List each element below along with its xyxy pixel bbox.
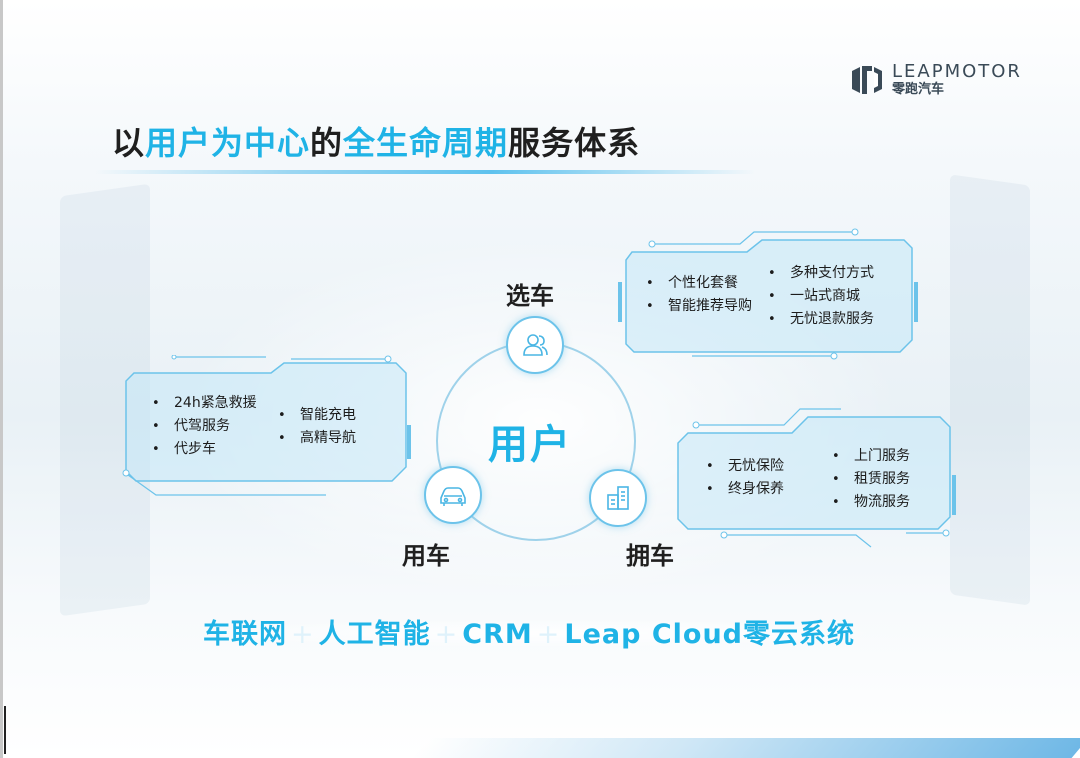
car-icon [440, 487, 466, 506]
logo-english: LEAPMOTOR [892, 61, 1022, 82]
leapmotor-logo-icon [852, 66, 882, 94]
panel-use-car: 24h紧急救援 代驾服务 代步车 智能充电 高精导航 [116, 355, 416, 500]
own-list-right: 上门服务 租赁服务 物流服务 [832, 445, 910, 514]
title-part-2: 的 [310, 124, 344, 162]
list-item: 终身保养 [706, 478, 784, 501]
tech-iov: 车联网 [203, 619, 287, 650]
tech-stack-line: 车联网+人工智能+CRM+Leap Cloud零云系统 [203, 612, 855, 651]
node-label-select-car: 选车 [506, 282, 554, 310]
title-underline [95, 170, 755, 174]
title-highlight-1: 用户为中心 [145, 124, 311, 162]
node-label-own-car: 拥车 [626, 542, 674, 570]
list-item: 物流服务 [832, 491, 910, 514]
title-highlight-2: 全生命周期 [343, 124, 509, 162]
list-item: 24h紧急救援 [152, 392, 257, 415]
title-part-3: 服务体系 [508, 124, 641, 162]
own-list-left: 无忧保险 终身保养 [706, 455, 784, 501]
list-item: 个性化套餐 [646, 272, 752, 295]
list-item: 上门服务 [832, 445, 910, 468]
plus-sign: + [536, 619, 561, 650]
title-part-1: 以 [112, 124, 146, 162]
list-item: 代驾服务 [152, 415, 257, 438]
list-item: 代步车 [152, 438, 257, 461]
list-item: 智能充电 [278, 404, 356, 427]
list-item: 一站式商城 [768, 285, 874, 308]
plus-sign: + [291, 619, 315, 650]
plus-sign: + [434, 619, 459, 650]
left-border [0, 0, 3, 758]
list-item: 智能推荐导购 [646, 295, 752, 318]
list-item: 无忧退款服务 [768, 308, 874, 331]
node-label-use-car: 用车 [402, 542, 450, 570]
bottom-accent-stripe [411, 738, 1080, 758]
leapmotor-logo: LEAPMOTOR 零跑汽车 [850, 60, 1022, 100]
select-list-left: 个性化套餐 智能推荐导购 [646, 272, 752, 318]
list-item: 高精导航 [278, 427, 356, 450]
panel-own-car: 无忧保险 终身保养 上门服务 租赁服务 物流服务 [666, 405, 966, 555]
logo-chinese: 零跑汽车 [892, 82, 945, 97]
text-cursor [4, 706, 6, 754]
tech-glow [180, 618, 900, 648]
use-list-left: 24h紧急救援 代驾服务 代步车 [152, 392, 257, 461]
list-item: 无忧保险 [706, 455, 784, 478]
use-list-right: 智能充电 高精导航 [278, 404, 356, 450]
page-title: 以用户为中心的全生命周期服务体系 [112, 118, 640, 164]
center-label-user: 用户 [488, 422, 572, 468]
list-item: 租赁服务 [832, 468, 910, 491]
users-icon [523, 334, 548, 356]
list-item: 多种支付方式 [768, 262, 874, 285]
node-use-car [424, 466, 482, 524]
tech-ai: 人工智能 [318, 619, 431, 650]
panel-select-car: 个性化套餐 智能推荐导购 多种支付方式 一站式商城 无忧退款服务 [612, 222, 922, 362]
select-list-right: 多种支付方式 一站式商城 无忧退款服务 [768, 262, 874, 331]
tech-crm: CRM [462, 619, 533, 650]
node-own-car [589, 469, 647, 527]
building-icon [607, 486, 629, 510]
tech-leap-cloud: Leap Cloud零云系统 [564, 619, 855, 650]
node-select-car [506, 316, 564, 374]
